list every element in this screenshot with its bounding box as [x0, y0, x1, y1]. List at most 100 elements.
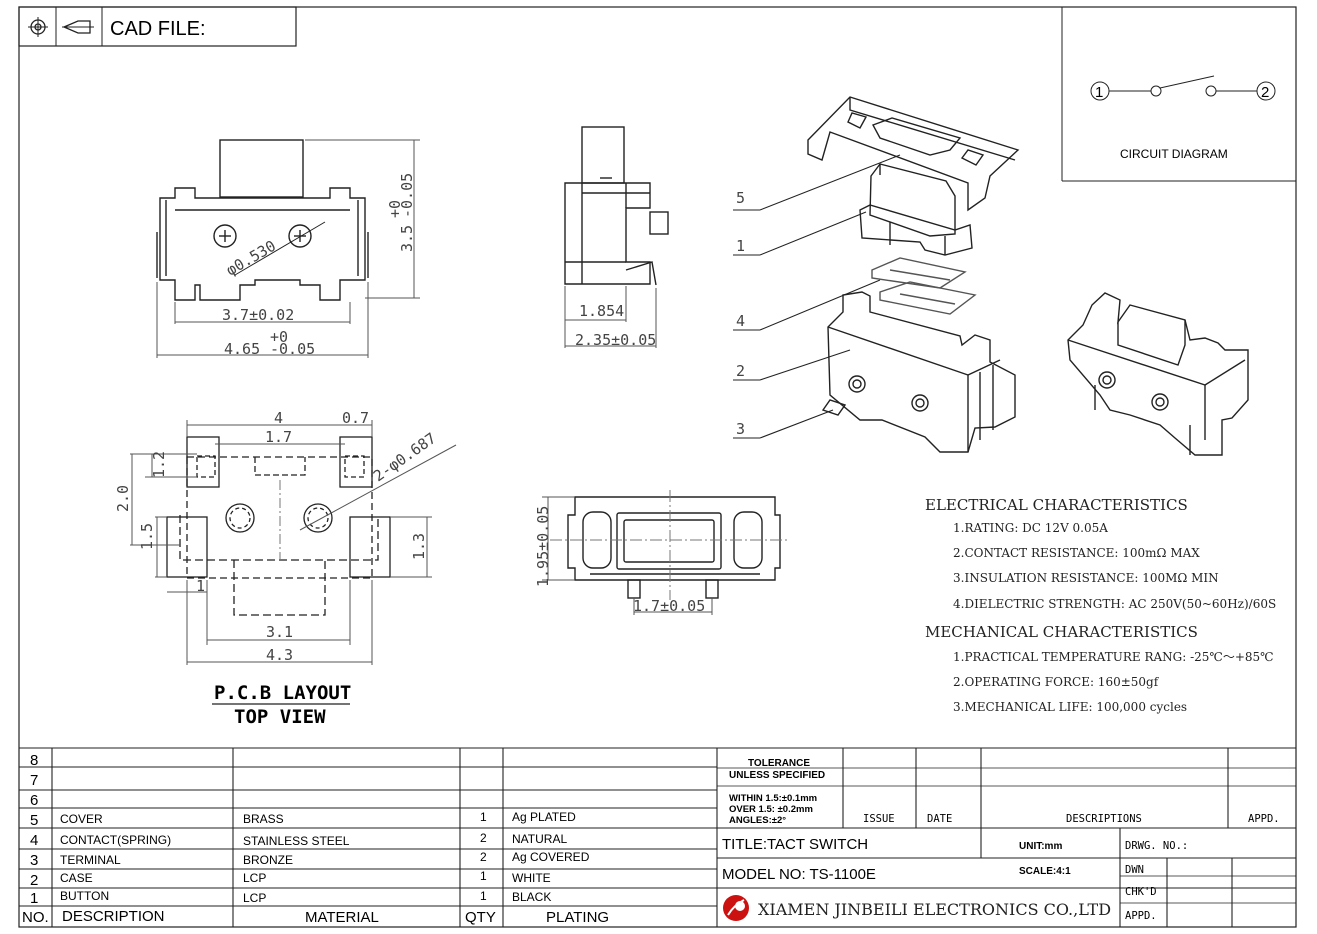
front-hole-dim: φ0.530 — [223, 237, 279, 280]
mechanical-item: 1.PRACTICAL TEMPERATURE RANG: -25℃～+85℃ — [953, 650, 1274, 664]
projection-circle-icon — [28, 17, 48, 37]
bom-material: BRONZE — [243, 853, 293, 867]
front-height-tol-bottom: -0.05 — [398, 173, 416, 218]
bom-plating: Ag PLATED — [512, 810, 576, 824]
pcb-dim-inner: 1.7 — [265, 428, 292, 446]
characteristics: ELECTRICAL CHARACTERISTICS 1.RATING: DC … — [925, 496, 1276, 714]
bom-qty: 1 — [480, 869, 487, 883]
exploded-view — [733, 96, 1249, 456]
electrical-item: 4.DIELECTRIC STRENGTH: AC 250V(50~60Hz)/… — [953, 597, 1276, 611]
bom-qty: 2 — [480, 850, 487, 864]
part-button — [859, 163, 973, 256]
bom-header-plating: PLATING — [546, 909, 609, 926]
pcb-layout-subtitle: TOP VIEW — [234, 706, 326, 728]
pcb-hole-left — [225, 503, 255, 533]
bom-header-qty: QTY — [465, 909, 496, 926]
explode-label-case: 2 — [736, 362, 745, 380]
mount-hole-right — [288, 224, 312, 248]
side-inner-dim: 1.854 — [579, 302, 624, 320]
bom-header-no: NO. — [22, 909, 49, 926]
electrical-item: 1.RATING: DC 12V 0.05A — [953, 521, 1108, 535]
pcb-dim-hole: 2-φ0.687 — [370, 429, 440, 485]
bom-qty: 1 — [480, 889, 487, 903]
bom-header-material: MATERIAL — [305, 909, 379, 926]
title-label: TITLE:TACT SWITCH — [722, 836, 868, 853]
top-view — [550, 490, 790, 600]
title-block: TOLERANCE UNLESS SPECIFIED WITHIN 1.5:±0… — [722, 758, 1280, 922]
part-contact-spring — [871, 257, 977, 315]
front-height-tol-top: +0 — [386, 200, 404, 218]
mount-hole-left — [213, 224, 237, 248]
front-width-tol-top: +0 — [270, 328, 288, 346]
front-width-tol-bottom: -0.05 — [270, 340, 315, 358]
company-name: XIAMEN JINBEILI ELECTRONICS CO.,LTD — [758, 900, 1111, 919]
explode-leaders — [733, 154, 901, 439]
bom-row-no: 6 — [30, 792, 38, 809]
projection-cone-icon — [62, 20, 94, 34]
bom-qty: 2 — [480, 831, 487, 845]
pcb-dim-total: 4.3 — [266, 646, 293, 664]
issue-label: ISSUE — [863, 813, 895, 825]
pcb-dim-small: 1 — [196, 577, 205, 595]
bom-description: COVER — [60, 812, 103, 826]
top-view-height-dim: 1.95±0.05 — [534, 506, 552, 587]
mechanical-item: 2.OPERATING FORCE: 160±50gf — [953, 675, 1160, 689]
part-case — [821, 291, 1016, 453]
bom-description: CONTACT(SPRING) — [60, 833, 171, 847]
bom-material: LCP — [243, 891, 266, 905]
explode-label-spring: 4 — [736, 312, 745, 330]
tolerance-line-2: UNLESS SPECIFIED — [729, 770, 825, 781]
unit-label: UNIT:mm — [1019, 841, 1062, 852]
bom-material: STAINLESS STEEL — [243, 834, 350, 848]
pcb-dim-left-h: 1.5 — [138, 523, 156, 550]
pcb-dim-pad: 0.7 — [342, 409, 369, 427]
bom-description: BUTTON — [60, 889, 109, 903]
pcb-layout-dimensions — [130, 420, 457, 665]
pcb-dim-pad-h: 1.2 — [150, 451, 168, 478]
drawing-number-label: DRWG. NO.: — [1125, 840, 1188, 852]
bom-row-no: 1 — [30, 890, 38, 907]
appd-label: APPD. — [1248, 813, 1280, 825]
descriptions-label: DESCRIPTIONS — [1066, 813, 1142, 825]
bom-grid — [19, 747, 1296, 927]
electrical-item: 2.CONTACT RESISTANCE: 100mΩ MAX — [953, 546, 1200, 560]
bom-description: CASE — [60, 871, 93, 885]
scale-label: SCALE:4:1 — [1019, 866, 1071, 877]
circuit-node-2: 2 — [1261, 84, 1269, 101]
bom-material: BRASS — [243, 812, 284, 826]
mechanical-heading: MECHANICAL CHARACTERISTICS — [925, 623, 1198, 641]
bom-table: 8 7 6 5 COVER BRASS 1 Ag PLATED 4 CONTAC… — [22, 752, 609, 926]
front-pitch-dim: 3.7±0.02 — [222, 306, 294, 324]
bom-qty: 1 — [480, 810, 487, 824]
tolerance-within: WITHIN 1.5:±0.1mm — [729, 793, 817, 804]
bom-row-no: 3 — [30, 852, 38, 869]
approved-by-label: APPD. — [1125, 910, 1157, 922]
pcb-dim-right-h: 1.3 — [410, 533, 428, 560]
bom-row-no: 7 — [30, 772, 38, 789]
electrical-heading: ELECTRICAL CHARACTERISTICS — [925, 496, 1188, 514]
pcb-layout-view — [166, 436, 391, 616]
cad-header: CAD FILE: — [18, 6, 297, 47]
bom-plating: Ag COVERED — [512, 850, 590, 864]
pcb-dim-mid: 3.1 — [266, 623, 293, 641]
side-depth-dim: 2.35±0.05 — [575, 331, 656, 349]
tolerance-angles: ANGLES:±2° — [729, 815, 786, 826]
date-label: DATE — [927, 813, 952, 825]
bom-material: LCP — [243, 871, 266, 885]
tolerance-over: OVER 1.5: ±0.2mm — [729, 804, 813, 815]
part-cover — [807, 96, 1020, 212]
circuit-diagram: 1 2 CIRCUIT DIAGRAM — [1061, 7, 1296, 182]
circuit-node-1: 1 — [1095, 84, 1103, 101]
model-label: MODEL NO: TS-1100E — [722, 866, 876, 883]
company-logo-icon — [723, 895, 749, 921]
bom-row-no: 2 — [30, 872, 38, 889]
cad-file-label: CAD FILE: — [110, 18, 206, 40]
explode-label-cover: 5 — [736, 189, 745, 207]
bom-plating: NATURAL — [512, 832, 567, 846]
side-view — [564, 126, 669, 286]
explode-label-terminal: 3 — [736, 420, 745, 438]
mechanical-item: 3.MECHANICAL LIFE: 100,000 cycles — [953, 700, 1187, 714]
pcb-dim-row-h: 2.0 — [114, 485, 132, 512]
bom-plating: WHITE — [512, 871, 551, 885]
